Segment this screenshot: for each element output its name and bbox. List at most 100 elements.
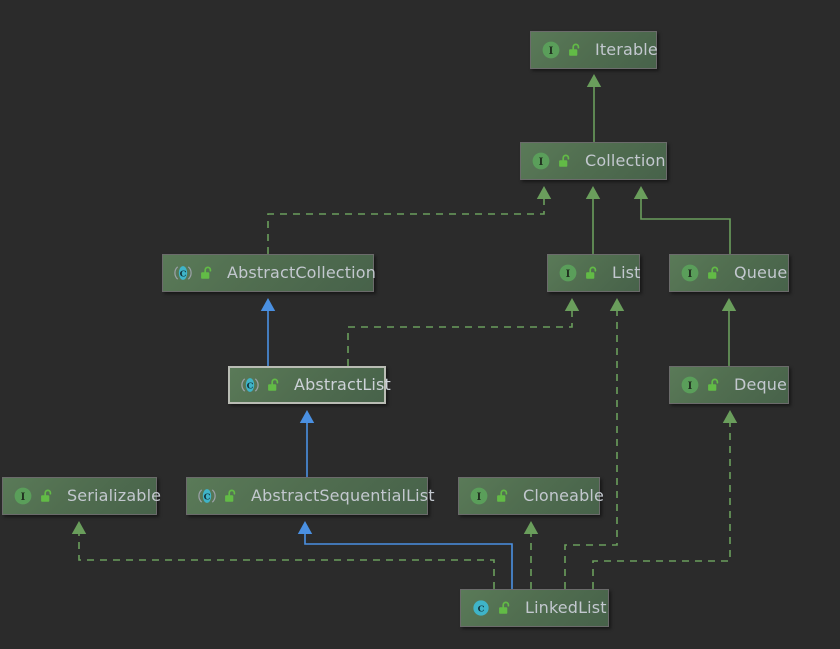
public-unlock-icon [559, 154, 570, 167]
edge-arrowhead [260, 298, 276, 311]
node-icon-group: C [197, 486, 239, 506]
public-unlock-icon [225, 489, 236, 502]
edge-arrowhead [523, 521, 539, 534]
edge-path [640, 199, 731, 254]
uml-node-abstractsequentiallist[interactable]: C AbstractSequentialList [186, 477, 435, 515]
svg-text:C: C [478, 605, 485, 615]
uml-edge-linkedlist-abstractsequentiallist[interactable] [297, 521, 513, 589]
uml-node-label: Collection [585, 151, 666, 170]
interface-icon: I [470, 487, 488, 505]
uml-node-collection[interactable]: I Collection [520, 142, 667, 180]
public-unlock-icon [586, 266, 597, 279]
node-icon-group: I [558, 263, 600, 283]
interface-icon: I [681, 264, 699, 282]
uml-edge-abstractcollection-collection[interactable] [267, 186, 552, 254]
uml-edge-linkedlist-serializable[interactable] [71, 521, 495, 589]
node-icon-group: I [680, 375, 722, 395]
public-unlock-icon [499, 601, 510, 614]
uml-node-label: Deque [734, 375, 788, 394]
edge-path [564, 311, 618, 589]
svg-text:I: I [688, 269, 693, 280]
edge-arrowhead [585, 186, 601, 199]
edge-arrowhead [633, 186, 649, 199]
uml-edge-linkedlist-list[interactable] [564, 298, 625, 589]
uml-edge-queue-collection[interactable] [633, 186, 731, 254]
uml-node-label: LinkedList [525, 598, 607, 617]
svg-text:I: I [688, 381, 693, 392]
edge-path [78, 534, 495, 589]
uml-edge-abstractlist-abstractcollection[interactable] [260, 298, 276, 366]
uml-node-abstractcollection[interactable]: C AbstractCollection [162, 254, 377, 292]
class-icon: C [473, 600, 489, 616]
node-icon-group: C [471, 598, 513, 618]
public-unlock-icon [708, 266, 719, 279]
uml-edge-list-collection[interactable] [585, 186, 601, 254]
uml-node-label: AbstractSequentialList [251, 486, 435, 505]
uml-edge-abstractlist-list[interactable] [347, 298, 580, 366]
node-icon-group: I [531, 151, 573, 171]
uml-node-cloneable[interactable]: I Cloneable [458, 477, 604, 515]
uml-edge-deque-queue[interactable] [721, 298, 737, 366]
uml-node-label: AbstractList [294, 375, 391, 394]
uml-edge-abstractsequentiallist-abstractlist[interactable] [299, 410, 315, 477]
interface-icon: I [559, 264, 577, 282]
uml-node-label: Cloneable [523, 486, 604, 505]
edge-path [592, 423, 731, 589]
uml-node-label: AbstractCollection [227, 263, 377, 282]
abstract-class-icon: C [198, 489, 216, 503]
edge-arrowhead [609, 298, 625, 311]
uml-node-deque[interactable]: I Deque [669, 366, 789, 404]
uml-edge-linkedlist-deque[interactable] [592, 410, 738, 589]
uml-edge-linkedlist-cloneable[interactable] [523, 521, 539, 589]
svg-text:C: C [180, 270, 187, 280]
uml-node-list[interactable]: I List [547, 254, 640, 292]
edge-arrowhead [536, 186, 552, 199]
node-icon-group: C [173, 263, 215, 283]
uml-node-label: Serializable [67, 486, 162, 505]
public-unlock-icon [41, 489, 52, 502]
uml-edge-collection-iterable[interactable] [586, 74, 602, 142]
uml-node-linkedlist[interactable]: C LinkedList [460, 589, 609, 627]
uml-node-iterable[interactable]: I Iterable [530, 31, 658, 69]
svg-text:I: I [549, 46, 554, 57]
edge-arrowhead [564, 298, 580, 311]
svg-text:C: C [204, 493, 211, 503]
uml-node-label: Iterable [595, 40, 658, 59]
edge-arrowhead [71, 521, 87, 534]
interface-icon: I [681, 376, 699, 394]
svg-text:I: I [539, 157, 544, 168]
edge-arrowhead [299, 410, 315, 423]
edge-arrowhead [586, 74, 602, 87]
uml-node-label: Queue [734, 263, 788, 282]
node-icon-group: I [541, 40, 583, 60]
public-unlock-icon [268, 378, 279, 391]
edge-arrowhead [721, 298, 737, 311]
svg-text:I: I [566, 269, 571, 280]
interface-icon: I [532, 152, 550, 170]
public-unlock-icon [201, 266, 212, 279]
uml-node-label: List [612, 263, 641, 282]
uml-node-serializable[interactable]: I Serializable [2, 477, 161, 515]
edge-path [304, 534, 513, 589]
edge-arrowhead [297, 521, 313, 534]
public-unlock-icon [497, 489, 508, 502]
node-icon-group: I [469, 486, 511, 506]
public-unlock-icon [708, 378, 719, 391]
node-icon-group: I [13, 486, 55, 506]
node-icon-group: C [240, 375, 282, 395]
edge-arrowhead [722, 410, 738, 423]
interface-icon: I [14, 487, 32, 505]
edge-path [347, 311, 573, 366]
edge-path [267, 199, 545, 254]
interface-icon: I [542, 41, 560, 59]
svg-text:I: I [21, 492, 26, 503]
uml-node-abstractlist[interactable]: C AbstractList [228, 366, 391, 404]
abstract-class-icon: C [174, 266, 192, 280]
uml-node-queue[interactable]: I Queue [669, 254, 789, 292]
public-unlock-icon [569, 43, 580, 56]
svg-text:C: C [247, 382, 254, 392]
abstract-class-icon: C [241, 378, 259, 392]
